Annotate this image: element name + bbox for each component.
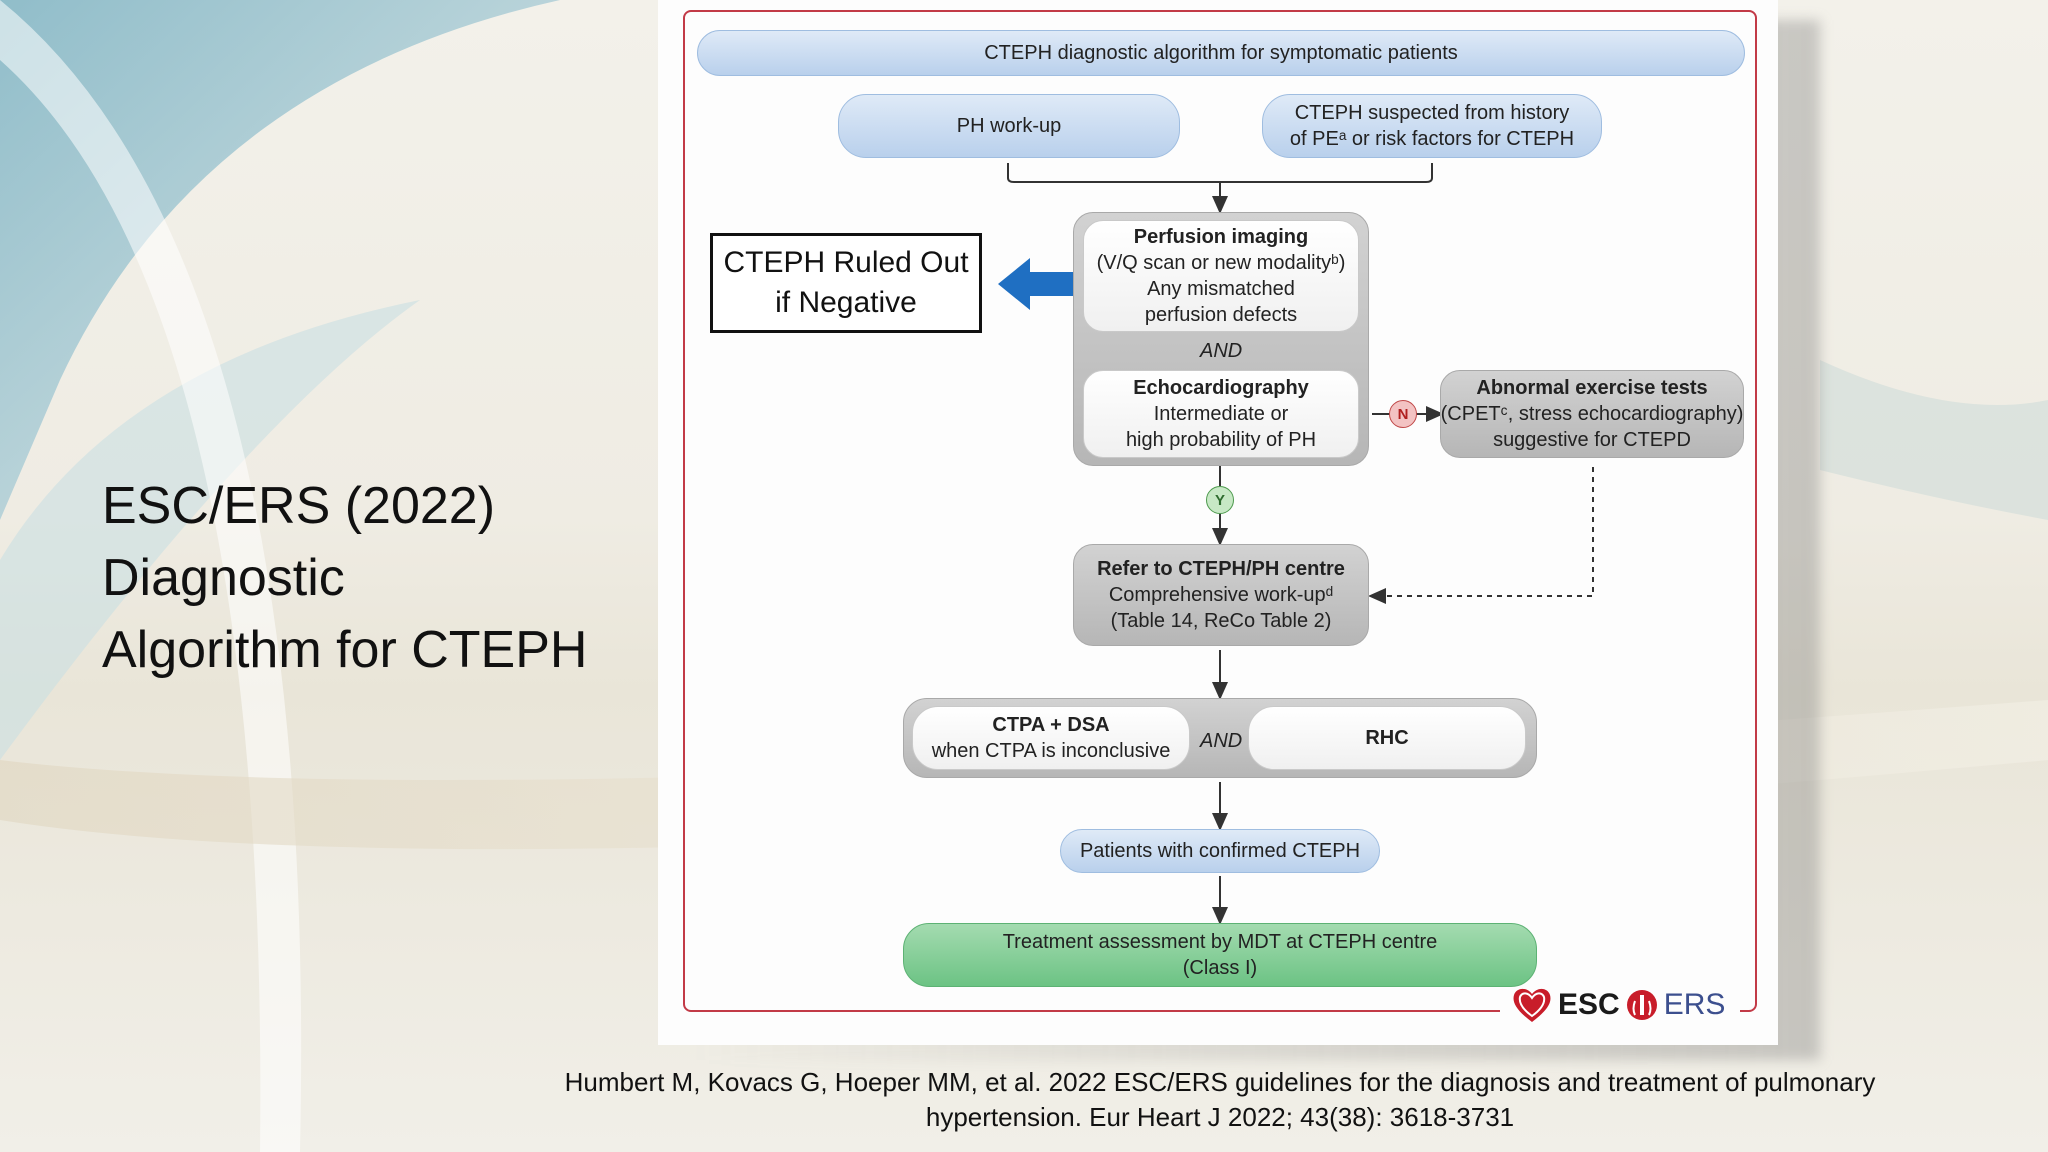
- connector-merge: [1007, 163, 1433, 183]
- perfusion-line: perfusion defects: [1144, 304, 1298, 326]
- header-text: CTEPH diagnostic algorithm for symptomat…: [984, 42, 1458, 64]
- refer-line: Refer to CTEPH/PH centre: [1097, 558, 1345, 580]
- treatment-line: (Class I): [1182, 957, 1258, 979]
- rhc-text: RHC: [1365, 727, 1409, 749]
- figure-frame: [683, 10, 1757, 1012]
- echo-line: Echocardiography: [1133, 377, 1309, 399]
- blue-left-arrow: [998, 258, 1084, 310]
- confirmed-cteph-pill: Patients with confirmed CTEPH: [1060, 829, 1380, 873]
- annotation-line: CTEPH Ruled Out: [723, 246, 969, 279]
- citation-line: hypertension. Eur Heart J 2022; 43(38): …: [925, 1102, 1515, 1132]
- citation: Humbert M, Kovacs G, Hoeper MM, et al. 2…: [520, 1065, 1920, 1135]
- connector-exercise-refer: [1368, 467, 1594, 604]
- title-line: Diagnostic: [102, 549, 345, 607]
- echo-line: high probability of PH: [1125, 429, 1317, 451]
- and-label-ctpa: AND: [1200, 730, 1243, 752]
- refer-centre-box: Refer to CTEPH/PH centre Comprehensive w…: [1073, 544, 1369, 646]
- abnormal-exercise-box: Abnormal exercise tests (CPETᶜ, stress e…: [1440, 370, 1744, 458]
- exercise-line: (CPETᶜ, stress echocardiography): [1440, 403, 1744, 425]
- title-line: Algorithm for CTEPH: [102, 621, 588, 679]
- rhc-box: RHC: [1248, 706, 1526, 770]
- refer-line: Comprehensive work-upᵈ: [1108, 584, 1334, 606]
- annotation-line: if Negative: [775, 286, 917, 319]
- perfusion-imaging-box: Perfusion imaging (V/Q scan or new modal…: [1083, 220, 1359, 332]
- echocardiography-box: Echocardiography Intermediate or high pr…: [1083, 370, 1359, 458]
- exercise-line: Abnormal exercise tests: [1476, 377, 1708, 399]
- cteph-suspected-pill: CTEPH suspected from history of PEᵃ or r…: [1262, 94, 1602, 158]
- citation-line: Humbert M, Kovacs G, Hoeper MM, et al. 2…: [564, 1067, 1876, 1097]
- treatment-line: Treatment assessment by MDT at CTEPH cen…: [1002, 931, 1438, 953]
- ers-lungs-icon: [1626, 990, 1657, 1020]
- esc-ers-logo: ESC ERS: [1512, 986, 1725, 1024]
- ph-workup-text: PH work-up: [956, 115, 1062, 137]
- perfusion-line: (V/Q scan or new modalityᵇ): [1096, 252, 1346, 274]
- perfusion-line: Any mismatched: [1147, 278, 1295, 300]
- suspected-line: of PEᵃ or risk factors for CTEPH: [1289, 128, 1575, 150]
- refer-line: (Table 14, ReCo Table 2): [1110, 610, 1332, 632]
- ctpa-line: when CTPA is inconclusive: [931, 740, 1171, 762]
- ctpa-line: CTPA + DSA: [992, 714, 1110, 736]
- header-pill: CTEPH diagnostic algorithm for symptomat…: [697, 30, 1745, 76]
- exercise-line: suggestive for CTEPD: [1493, 429, 1691, 451]
- ruled-out-annotation: CTEPH Ruled Out if Negative: [710, 233, 982, 333]
- ers-text: ERS: [1663, 988, 1726, 1021]
- ctpa-dsa-box: CTPA + DSA when CTPA is inconclusive: [912, 706, 1190, 770]
- ph-workup-pill: PH work-up: [838, 94, 1180, 158]
- slide-title: ESC/ERS (2022) Diagnostic Algorithm for …: [102, 470, 662, 686]
- perfusion-line: Perfusion imaging: [1133, 226, 1309, 248]
- and-label-perfusion: AND: [1200, 340, 1243, 362]
- confirmed-text: Patients with confirmed CTEPH: [1079, 840, 1361, 862]
- suspected-line: CTEPH suspected from history: [1294, 102, 1570, 124]
- yes-circle: Y: [1206, 486, 1234, 514]
- treatment-pill: Treatment assessment by MDT at CTEPH cen…: [903, 923, 1537, 987]
- echo-line: Intermediate or: [1153, 403, 1289, 425]
- esc-text: ESC: [1558, 988, 1620, 1021]
- esc-heart-icon: [1513, 988, 1551, 1022]
- no-circle: N: [1389, 400, 1417, 428]
- title-line: ESC/ERS (2022): [102, 477, 496, 535]
